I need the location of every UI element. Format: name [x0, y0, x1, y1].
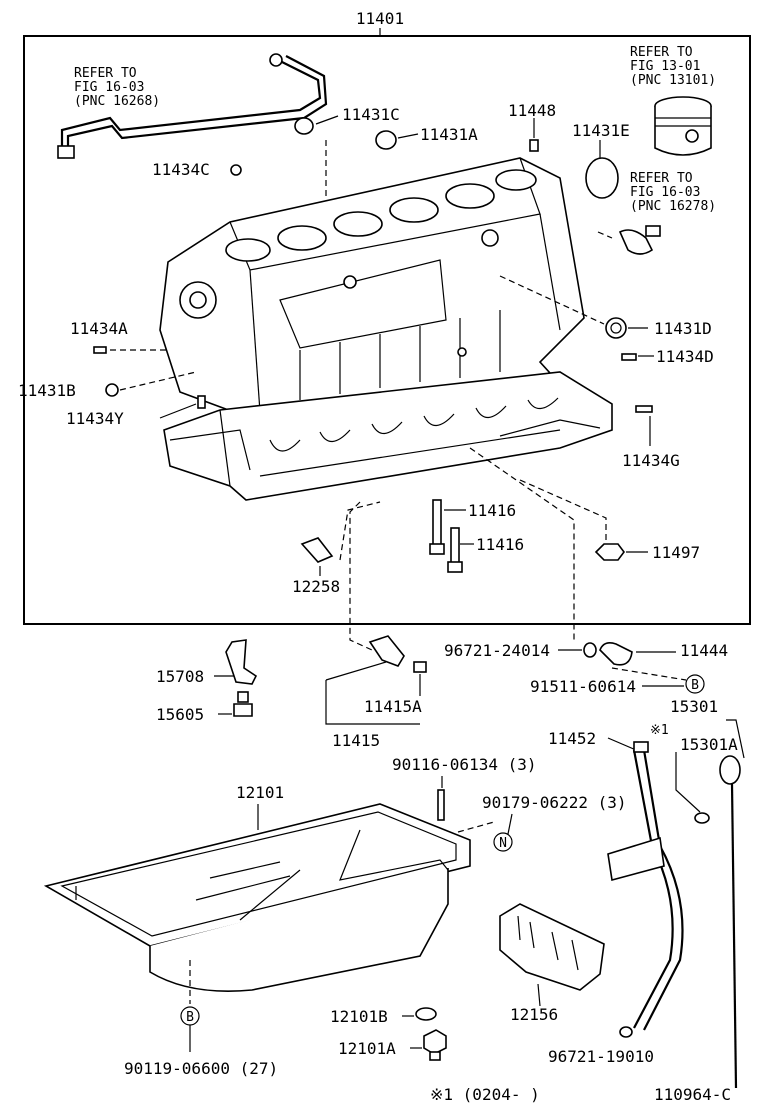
- label-11434D: 11434D: [656, 347, 714, 366]
- pin-11434D: [621, 353, 654, 361]
- leader-11415: [349, 501, 373, 651]
- label-12101B: 12101B: [330, 1007, 388, 1026]
- label-11452: 11452: [548, 729, 596, 748]
- plug-12101A: [410, 1029, 447, 1061]
- label-12101A: 12101A: [338, 1039, 396, 1058]
- leader-11444: [469, 447, 575, 640]
- label-11415A: 11415A: [364, 697, 422, 716]
- plug-11431E: [585, 140, 619, 199]
- fitting-drawing: [597, 225, 661, 255]
- label-11434C: 11434C: [152, 160, 210, 179]
- refer-a-line1: REFER TO: [74, 66, 137, 81]
- marker-n: [493, 832, 513, 852]
- label-11431C: 11431C: [342, 105, 400, 124]
- refer-b-line3: (PNC 13101): [630, 73, 716, 88]
- label-11431D: 11431D: [654, 319, 712, 338]
- label-11448: 11448: [508, 101, 556, 120]
- label-11431A: 11431A: [420, 125, 478, 144]
- leader-90179: [507, 813, 513, 835]
- refer-a-line3: (PNC 16268): [74, 94, 160, 109]
- refer-a-line2: FIG 16-03: [74, 80, 144, 95]
- label-96721-19010: 96721-19010: [548, 1047, 654, 1066]
- plug-11431C: [294, 115, 339, 200]
- label-11497: 11497: [652, 543, 700, 562]
- stud-90116: [437, 776, 445, 821]
- refer-c-line1: REFER TO: [630, 171, 693, 186]
- pin-11434C: [230, 164, 242, 176]
- label-11416-b: 11416: [476, 535, 524, 554]
- label-15605: 15605: [156, 705, 204, 724]
- figure-number: 110964-C: [654, 1085, 731, 1104]
- refer-c-line3: (PNC 16278): [630, 199, 716, 214]
- label-11434A: 11434A: [70, 319, 128, 338]
- marker-b-right-text: B: [691, 678, 699, 693]
- cylinder-block-drawing: [159, 157, 585, 419]
- marker-b-left-text: B: [186, 1010, 194, 1025]
- washer-96721-24014: [558, 642, 597, 658]
- oil-tube-drawing: [57, 53, 328, 159]
- baffle-12156-drawing: [499, 903, 605, 1007]
- plug-11431D: [499, 275, 648, 339]
- assembly-frame: [23, 35, 751, 625]
- sleeve-12258: [300, 501, 381, 576]
- star-note: ※1: [650, 723, 669, 738]
- dash-90179: [457, 821, 495, 833]
- label-12258: 12258: [292, 577, 340, 596]
- label-11415: 11415: [332, 731, 380, 750]
- label-12156: 12156: [510, 1005, 558, 1024]
- label-91511: 91511-60614: [530, 677, 636, 696]
- label-11434G: 11434G: [622, 451, 680, 470]
- sensor-15708: [214, 639, 258, 685]
- lower-case-drawing: [163, 371, 613, 501]
- label-11431B: 11431B: [18, 381, 76, 400]
- label-90119: 90119-06600 (27): [124, 1059, 278, 1078]
- oil-gauge-drawing: [675, 719, 745, 1089]
- marker-n-text: N: [499, 836, 507, 851]
- label-12101: 12101: [236, 783, 284, 802]
- label-15301: 15301: [670, 697, 718, 716]
- footnote: ※1 (0204- ): [430, 1085, 540, 1104]
- label-11431E: 11431E: [572, 121, 630, 140]
- plug-11444: [599, 642, 687, 681]
- label-11416-a: 11416: [468, 501, 516, 520]
- switch-15605: [218, 691, 253, 717]
- pin-11434A: [93, 346, 168, 354]
- refer-b-line1: REFER TO: [630, 45, 693, 60]
- bolt-11416-long: [429, 499, 466, 555]
- piston-drawing: [654, 96, 712, 156]
- gasket-12101B: [402, 1007, 437, 1021]
- label-90179: 90179-06222 (3): [482, 793, 627, 812]
- pin-11448: [529, 118, 539, 152]
- label-90116: 90116-06134 (3): [392, 755, 537, 774]
- label-15301A: 15301A: [680, 735, 738, 754]
- label-11401: 11401: [356, 9, 404, 28]
- nozzle-11415: [325, 635, 427, 725]
- marker-b-right: [685, 674, 705, 694]
- label-96721-24014: 96721-24014: [444, 641, 550, 660]
- refer-b-line2: FIG 13-01: [630, 59, 700, 74]
- pin-11434G: [635, 405, 653, 446]
- plug-11431B: [105, 371, 197, 397]
- label-15708: 15708: [156, 667, 204, 686]
- guide-11452-drawing: [607, 737, 684, 1038]
- label-11444: 11444: [680, 641, 728, 660]
- plug-11497: [519, 479, 648, 561]
- label-11434Y: 11434Y: [66, 409, 124, 428]
- refer-c-line2: FIG 16-03: [630, 185, 700, 200]
- plug-11431A: [375, 130, 419, 150]
- pin-11434Y: [159, 395, 206, 419]
- bolt-11416-short: [447, 527, 474, 573]
- oil-pan-drawing: [43, 803, 471, 992]
